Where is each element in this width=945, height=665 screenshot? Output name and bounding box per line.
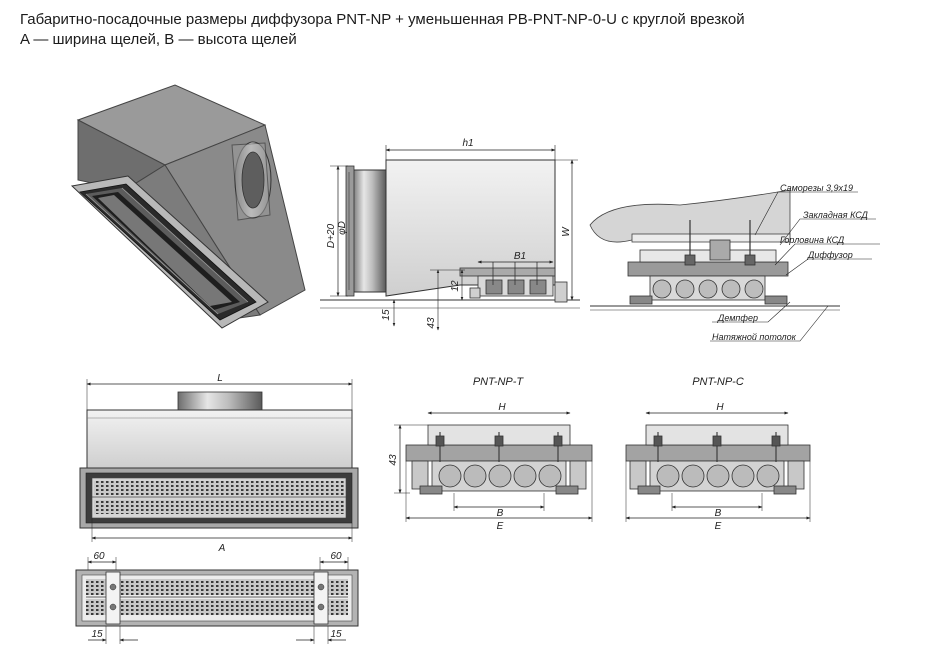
- dim-b1: B1: [514, 251, 526, 262]
- front-plenum: [86, 409, 353, 469]
- dim-43: 43: [426, 317, 437, 329]
- section-t-dim-e: E: [497, 521, 504, 532]
- front-collar: [177, 391, 263, 411]
- dim-60-right: 60: [330, 551, 342, 562]
- bracket-right: [313, 571, 329, 625]
- section-pnt-np-t: PNT-NP-T H 43 B: [388, 376, 593, 532]
- section-t-dim-43: 43: [388, 454, 399, 466]
- label-neck: Горловина КСД: [780, 235, 845, 245]
- bottom-view: 60 60 15 15: [75, 551, 359, 644]
- section-c-title: PNT-NP-C: [692, 376, 744, 388]
- installation-detail: Саморезы 3,9х19 Закладная КСД Горловина …: [589, 183, 880, 342]
- dim-d-plus-20: D+20: [326, 223, 337, 248]
- section-c-dim-h: H: [716, 402, 724, 413]
- label-damper: Демпфер: [717, 313, 758, 323]
- title-line-2: A — ширина щелей, B — высота щелей: [20, 31, 297, 48]
- section-c-dim-e: E: [715, 521, 722, 532]
- dim-a: A: [218, 543, 226, 554]
- dim-15: 15: [381, 309, 392, 321]
- label-embedded: Закладная КСД: [803, 210, 869, 220]
- dim-w: W: [561, 226, 572, 237]
- section-t-dim-b: B: [497, 508, 504, 519]
- front-view: L A: [79, 373, 359, 554]
- dim-l: L: [217, 373, 223, 384]
- section-t-dim-h: H: [498, 402, 506, 413]
- label-diffuser: Диффузор: [807, 250, 853, 260]
- section-c-dim-b: B: [715, 508, 722, 519]
- dim-15-right: 15: [330, 629, 342, 640]
- dim-h1: h1: [462, 138, 473, 149]
- page-title: Габаритно-посадочные размеры диффузора P…: [20, 10, 745, 50]
- label-screws: Саморезы 3,9х19: [780, 183, 853, 193]
- isometric-view: [70, 84, 306, 329]
- dim-60-left: 60: [93, 551, 105, 562]
- dim-12: 12: [450, 280, 461, 292]
- dim-phi-d: φD: [337, 221, 348, 235]
- dim-15-left: 15: [91, 629, 103, 640]
- section-pnt-np-c: PNT-NP-C H B E: [625, 376, 811, 532]
- ceiling-slab: [589, 189, 791, 243]
- bracket-left: [105, 571, 121, 625]
- label-ceiling: Натяжной потолок: [712, 332, 797, 342]
- side-section-view: h1 D+20 φD W B1 12 15 43: [320, 138, 580, 331]
- side-collar: [351, 169, 387, 293]
- side-diffuser: [469, 262, 568, 303]
- title-line-1: Габаритно-посадочные размеры диффузора P…: [20, 11, 745, 28]
- section-t-title: PNT-NP-T: [473, 376, 525, 388]
